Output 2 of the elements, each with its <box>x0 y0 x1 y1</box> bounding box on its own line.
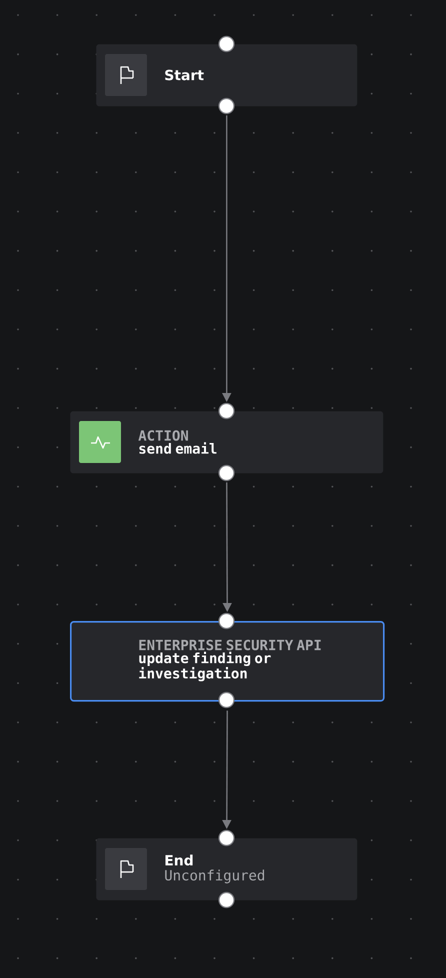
step-card: ENTERPRISE SECURITY API update finding or investigation <box>70 621 385 702</box>
step-card: ACTION send email <box>70 411 384 474</box>
